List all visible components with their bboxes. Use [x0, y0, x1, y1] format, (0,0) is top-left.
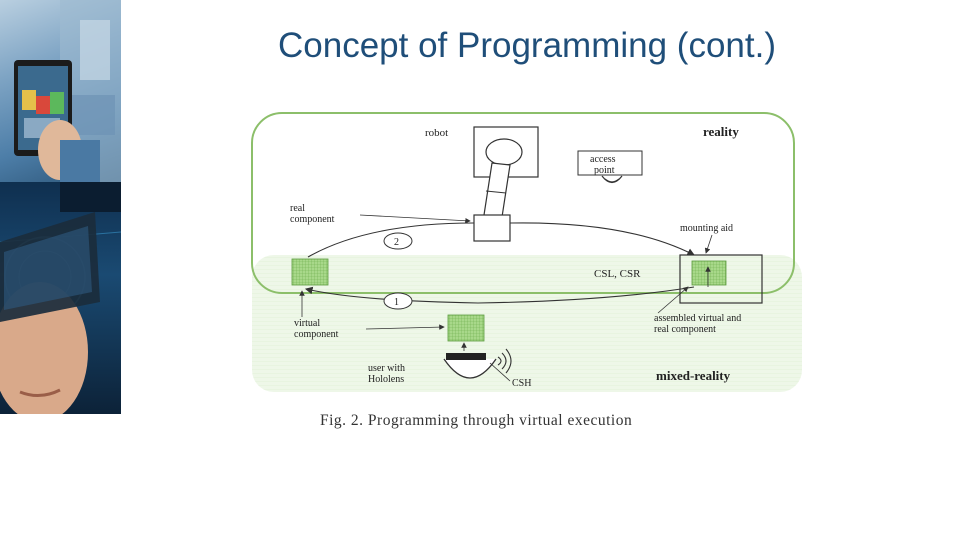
wifi-icon — [601, 175, 623, 184]
slide-title: Concept of Programming (cont.) — [278, 26, 776, 65]
reality-region — [251, 112, 795, 294]
label-csh: CSH — [512, 378, 531, 389]
robot-head — [485, 138, 523, 166]
path-step-2 — [307, 222, 475, 258]
label-csl-csr: CSL, CSR — [594, 268, 641, 280]
label-user-1: user with — [368, 363, 405, 374]
hololens-photo — [0, 182, 121, 414]
tablet-ar-photo-icon — [14, 0, 121, 182]
virtual-component-left — [291, 258, 329, 286]
label-access-point-1: access — [590, 154, 616, 165]
path-step-1 — [304, 286, 695, 304]
mounting-aid-box — [679, 254, 763, 304]
tablet-photo — [0, 0, 121, 182]
label-step-2: 2 — [394, 237, 399, 248]
label-real-component-1: real — [290, 203, 305, 214]
programming-diagram: robot reality access point real componen… — [248, 105, 808, 405]
step-1-marker — [383, 292, 413, 310]
mixed-reality-region — [252, 255, 802, 392]
diagram-svg: robot reality access point real componen… — [251, 112, 802, 392]
figure-caption: Fig. 2. Programming through virtual exec… — [320, 412, 633, 429]
step-2-marker — [383, 232, 413, 250]
headset-user-photo-icon — [0, 182, 121, 414]
virtual-component-center — [447, 314, 485, 342]
real-component-box — [473, 214, 511, 242]
label-virtual-component-1: virtual — [294, 318, 320, 329]
label-user-2: Hololens — [368, 374, 404, 385]
label-assembled-2: real component — [654, 324, 716, 335]
label-real-component-2: component — [290, 214, 335, 225]
label-reality: reality — [703, 124, 739, 139]
label-step-1: 1 — [394, 297, 399, 308]
label-access-point-2: point — [594, 165, 615, 176]
label-mixed-reality: mixed-reality — [656, 368, 731, 383]
assembled-component — [691, 260, 727, 286]
label-virtual-component-2: component — [294, 329, 339, 340]
label-robot: robot — [425, 127, 448, 139]
label-mounting-aid: mounting aid — [680, 223, 733, 234]
user-head-icon — [443, 358, 497, 379]
label-assembled-1: assembled virtual and — [654, 313, 741, 324]
csh-wifi-icon — [497, 348, 512, 374]
side-photo-strip — [0, 0, 121, 414]
path-step-2-right — [509, 222, 695, 256]
access-point-box — [577, 150, 643, 176]
hololens-icon — [446, 353, 486, 360]
